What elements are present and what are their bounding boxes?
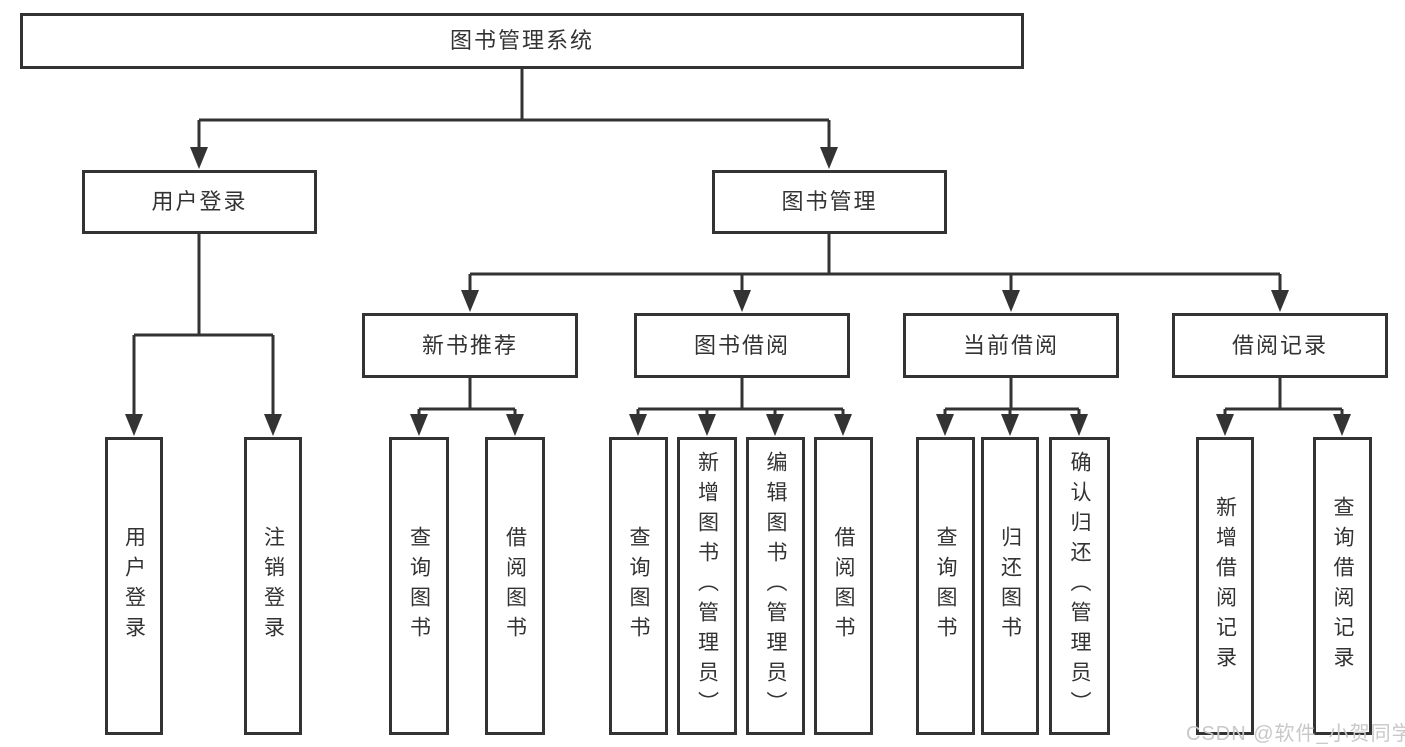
leaf-query-books: 查询图书 <box>609 437 668 735</box>
leaf-confirm-return-admin: 确认归还（管理员） <box>1049 437 1110 735</box>
node-book-borrowing: 图书借阅 <box>634 313 850 378</box>
arrow-down-icon <box>733 290 751 312</box>
arrow-down-icon <box>834 414 852 436</box>
arrow-down-icon <box>1216 414 1234 436</box>
arrow-down-icon <box>1001 414 1019 436</box>
leaf-user-login: 用户登录 <box>105 437 163 735</box>
leaf-borrow-books: 借阅图书 <box>814 437 873 735</box>
arrow-down-icon <box>1070 414 1088 436</box>
leaf-query-books: 查询图书 <box>916 437 975 735</box>
leaf-return-books: 归还图书 <box>981 437 1039 735</box>
arrow-down-icon <box>410 414 428 436</box>
leaf-logout: 注销登录 <box>244 437 302 735</box>
arrow-down-icon <box>1271 290 1289 312</box>
leaf-query-books: 查询图书 <box>389 437 449 735</box>
arrow-down-icon <box>125 414 143 436</box>
arrow-down-icon <box>190 147 208 169</box>
node-user-login: 用户登录 <box>82 170 317 234</box>
leaf-borrow-books: 借阅图书 <box>485 437 545 735</box>
node-borrowing-records: 借阅记录 <box>1172 313 1388 378</box>
arrow-down-icon <box>1002 290 1020 312</box>
arrow-down-icon <box>506 414 524 436</box>
arrow-down-icon <box>629 414 647 436</box>
arrow-down-icon <box>820 147 838 169</box>
node-library-management-system: 图书管理系统 <box>20 13 1024 69</box>
leaf-add-books-admin: 新增图书（管理员） <box>677 437 737 735</box>
arrow-down-icon <box>766 414 784 436</box>
leaf-edit-books-admin: 编辑图书（管理员） <box>746 437 805 735</box>
csdn-watermark: CSDN @软件_小贺同学 <box>1186 723 1405 745</box>
arrow-down-icon <box>461 290 479 312</box>
node-new-book-recommendation: 新书推荐 <box>362 313 578 378</box>
node-current-borrowing: 当前借阅 <box>903 313 1119 378</box>
node-book-management: 图书管理 <box>712 170 947 234</box>
leaf-query-borrow-record: 查询借阅记录 <box>1313 437 1372 735</box>
arrow-down-icon <box>264 414 282 436</box>
leaf-add-borrow-record: 新增借阅记录 <box>1196 437 1254 735</box>
arrow-down-icon <box>1333 414 1351 436</box>
arrow-down-icon <box>936 414 954 436</box>
arrow-down-icon <box>698 414 716 436</box>
